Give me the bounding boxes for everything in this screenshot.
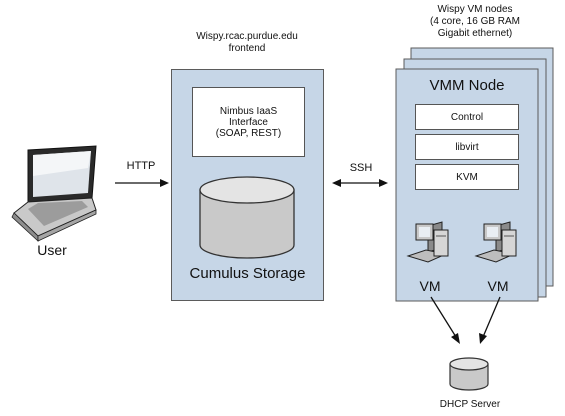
storage-cylinder-icon bbox=[199, 176, 295, 259]
ssh-label: SSH bbox=[349, 162, 373, 174]
http-arrow bbox=[115, 179, 169, 187]
user-label: User bbox=[37, 242, 67, 258]
frontend-host-label: Wispy.rcac.purdue.edu frontend bbox=[170, 31, 324, 55]
interface-line2: Interface bbox=[229, 116, 268, 128]
frontend-host-line2: frontend bbox=[228, 42, 266, 54]
dhcp-server-cylinder-icon bbox=[449, 357, 489, 391]
vm-nodes-line2: (4 core, 16 GB RAM bbox=[429, 15, 521, 27]
vm-computer-icon-2 bbox=[474, 221, 517, 263]
stack-box-kvm: KVM bbox=[415, 164, 519, 190]
vm-label-1: VM bbox=[419, 278, 441, 294]
laptop-icon bbox=[11, 145, 97, 242]
stack-box-libvirt: libvirt bbox=[415, 134, 519, 160]
frontend-host-line1: Wispy.rcac.purdue.edu bbox=[196, 31, 298, 42]
vm-nodes-line3: Gigabit ethernet) bbox=[437, 27, 513, 39]
interface-line1: Nimbus IaaS bbox=[219, 105, 278, 117]
http-label: HTTP bbox=[126, 160, 156, 172]
ssh-arrow bbox=[332, 179, 388, 187]
vm-to-dhcp-arrows bbox=[430, 296, 501, 344]
cumulus-storage-label: Cumulus Storage bbox=[189, 265, 306, 282]
vm-computer-icon-1 bbox=[406, 221, 449, 263]
vm-nodes-line1: Wispy VM nodes bbox=[437, 4, 513, 15]
nimbus-interface-box: Nimbus IaaS Interface (SOAP, REST) bbox=[192, 87, 305, 157]
vmm-node-title: VMM Node bbox=[429, 77, 505, 94]
dhcp-server-label: DHCP Server bbox=[439, 399, 501, 410]
stack-box-control: Control bbox=[415, 104, 519, 130]
interface-line3: (SOAP, REST) bbox=[215, 127, 282, 139]
vm-label-2: VM bbox=[487, 278, 509, 294]
vm-nodes-label: Wispy VM nodes (4 core, 16 GB RAM Gigabi… bbox=[400, 4, 550, 39]
